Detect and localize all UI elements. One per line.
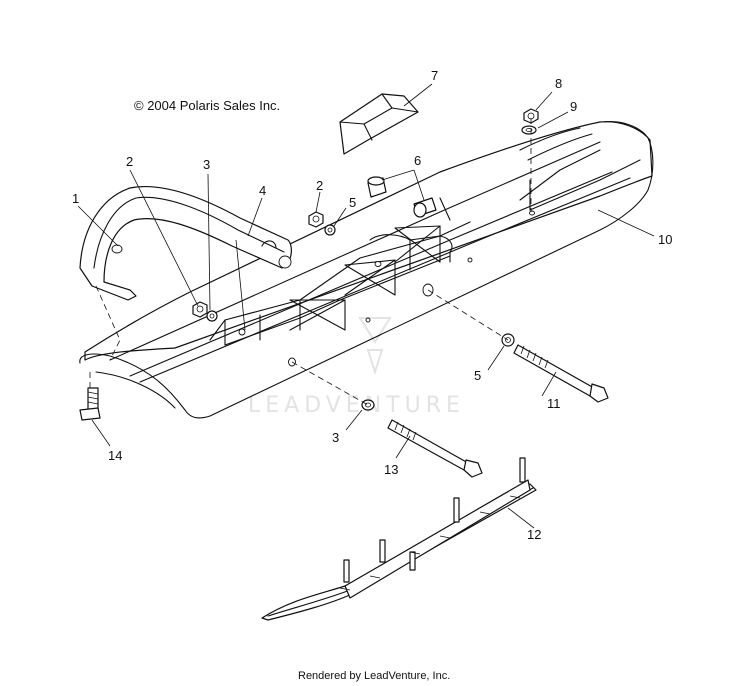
washer-3-lower bbox=[361, 399, 375, 411]
callout-3-left: 3 bbox=[203, 157, 210, 172]
callout-13: 13 bbox=[384, 462, 398, 477]
callout-8: 8 bbox=[555, 76, 562, 91]
footer-credit: Rendered by LeadVenture, Inc. bbox=[298, 670, 450, 682]
leader-lines bbox=[77, 83, 655, 529]
callout-11: 11 bbox=[547, 396, 561, 411]
callout-12: 12 bbox=[527, 527, 541, 542]
ski-body bbox=[79, 121, 654, 419]
callout-9: 9 bbox=[570, 99, 577, 114]
callout-6: 6 bbox=[414, 153, 421, 168]
wear-block-7 bbox=[339, 93, 419, 155]
callout-3-lower: 3 bbox=[332, 430, 339, 445]
bolt-13 bbox=[387, 419, 483, 478]
nut-2-top bbox=[308, 211, 324, 228]
washer-3-left bbox=[206, 310, 218, 322]
callout-7: 7 bbox=[431, 68, 438, 83]
callout-2-top: 2 bbox=[316, 178, 323, 193]
watermark: LEADVENTURE bbox=[248, 317, 465, 418]
ski-loop-handle bbox=[79, 186, 292, 301]
washer-9 bbox=[521, 125, 537, 135]
svg-text:LEADVENTURE: LEADVENTURE bbox=[248, 393, 465, 418]
bolt-11 bbox=[513, 344, 609, 403]
washer-5-top bbox=[324, 224, 336, 236]
callout-5-right: 5 bbox=[474, 368, 481, 383]
callout-labels: 1 2 3 4 2 5 6 7 8 9 10 11 12 13 14 5 3 bbox=[72, 68, 672, 542]
bolt-14 bbox=[79, 387, 101, 421]
callout-14: 14 bbox=[108, 448, 122, 463]
copyright-text: © 2004 Polaris Sales Inc. bbox=[134, 98, 280, 113]
bushing-6-a bbox=[367, 176, 387, 198]
wear-bar-12 bbox=[261, 457, 537, 621]
nut-2-left bbox=[192, 301, 208, 318]
callout-2-left: 2 bbox=[126, 154, 133, 169]
callout-10: 10 bbox=[658, 232, 672, 247]
callout-1: 1 bbox=[72, 191, 79, 206]
callout-5-top: 5 bbox=[349, 195, 356, 210]
bushing-6-b bbox=[413, 197, 437, 218]
callout-4: 4 bbox=[259, 183, 266, 198]
